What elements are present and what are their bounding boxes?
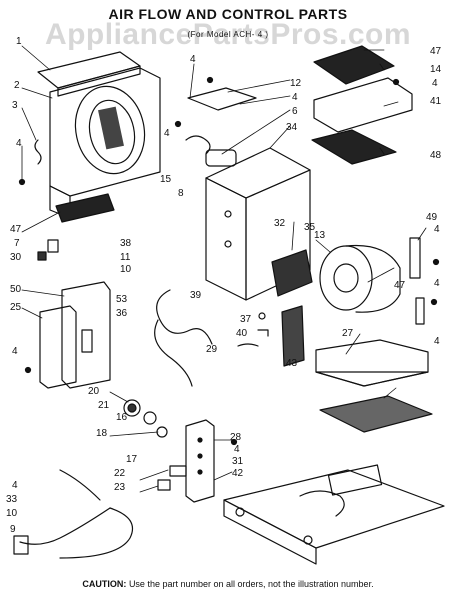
callout-13: 13 xyxy=(314,230,326,241)
callout-10: 10 xyxy=(6,508,18,519)
watermark: AppliancePartsPros.com xyxy=(44,18,412,51)
callout-22: 22 xyxy=(114,468,126,479)
part-clip-30 xyxy=(37,251,47,261)
callout-47: 47 xyxy=(10,224,22,235)
part-filter-bottom xyxy=(319,395,433,433)
part-thermostat-wire xyxy=(154,289,213,387)
part-blower-wheel xyxy=(319,244,401,313)
callout-4: 4 xyxy=(432,78,438,89)
part-small-parts xyxy=(237,312,269,347)
callout-32: 32 xyxy=(274,218,286,229)
callout-37: 37 xyxy=(240,314,252,325)
part-drain-pan xyxy=(315,339,429,387)
callout-8: 8 xyxy=(178,188,184,199)
part-base-chassis xyxy=(223,464,445,565)
callout-53: 53 xyxy=(116,294,128,305)
callout-36: 36 xyxy=(116,308,128,319)
callout-47: 47 xyxy=(394,280,406,291)
callout-16: 16 xyxy=(116,412,128,423)
callout-4: 4 xyxy=(12,346,18,357)
callout-30: 30 xyxy=(10,252,22,263)
part-filter-35 xyxy=(271,249,313,297)
part-bracket-49 xyxy=(409,237,425,325)
callout-9: 9 xyxy=(10,524,16,535)
part-bracket-7 xyxy=(47,239,59,253)
callout-21: 21 xyxy=(98,400,110,411)
callout-4: 4 xyxy=(434,224,440,235)
callout-38: 38 xyxy=(120,238,132,249)
part-control-box xyxy=(157,419,215,503)
callout-10: 10 xyxy=(120,264,132,275)
callout-18: 18 xyxy=(96,428,108,439)
callout-4: 4 xyxy=(16,138,22,149)
callout-15: 15 xyxy=(160,174,172,185)
callout-4: 4 xyxy=(434,278,440,289)
leader-lines xyxy=(21,45,427,493)
callout-28: 28 xyxy=(230,432,242,443)
callout-27: 27 xyxy=(342,328,354,339)
callout-4: 4 xyxy=(292,92,298,103)
part-louver-top xyxy=(37,51,141,97)
callout-11: 11 xyxy=(120,252,131,263)
callout-14: 14 xyxy=(430,64,442,75)
callout-34: 34 xyxy=(286,122,298,133)
model-subtitle: (For Model ACH- 4 ) xyxy=(187,30,269,39)
part-control-knobs xyxy=(123,399,168,438)
callout-4: 4 xyxy=(234,444,240,455)
callout-35: 35 xyxy=(304,222,316,233)
callout-29: 29 xyxy=(206,344,218,355)
callout-1: 1 xyxy=(16,36,22,47)
screw-icons xyxy=(18,76,440,446)
callout-4: 4 xyxy=(164,128,170,139)
callout-4: 4 xyxy=(12,480,18,491)
callout-25: 25 xyxy=(10,302,22,313)
callout-labels: 1 2 3 4 47 7 30 50 25 4 20 21 16 18 17 2… xyxy=(6,36,442,535)
part-top-grille xyxy=(311,45,413,165)
part-spring xyxy=(34,139,42,165)
callout-20: 20 xyxy=(88,386,100,397)
callout-4: 4 xyxy=(190,54,196,65)
diagram-title: AIR FLOW AND CONTROL PARTS xyxy=(108,6,348,22)
part-motor-area xyxy=(185,87,257,167)
callout-50: 50 xyxy=(10,284,22,295)
callout-17: 17 xyxy=(126,454,138,465)
part-filter-left xyxy=(55,193,115,223)
callout-31: 31 xyxy=(232,456,244,467)
callout-43: 43 xyxy=(286,358,298,369)
callout-42: 42 xyxy=(232,468,244,479)
callout-48: 48 xyxy=(430,150,442,161)
caution-note: CAUTION: Use the part number on all orde… xyxy=(0,579,456,589)
callout-3: 3 xyxy=(12,100,18,111)
caution-text: Use the part number on all orders, not t… xyxy=(128,579,374,589)
part-power-cord xyxy=(13,469,134,559)
caution-label: CAUTION: xyxy=(82,579,127,589)
callout-7: 7 xyxy=(14,238,20,249)
callout-40: 40 xyxy=(236,328,248,339)
part-filter-27 xyxy=(281,305,305,367)
callout-2: 2 xyxy=(14,80,20,91)
callout-49: 49 xyxy=(426,212,438,223)
callout-39: 39 xyxy=(190,290,202,301)
callout-4: 4 xyxy=(434,336,440,347)
callout-23: 23 xyxy=(114,482,126,493)
part-front-bulkhead xyxy=(49,67,161,219)
callout-6: 6 xyxy=(292,106,298,117)
part-control-panel xyxy=(39,281,111,389)
callout-41: 41 xyxy=(430,96,442,107)
callout-12: 12 xyxy=(290,78,302,89)
callout-33: 33 xyxy=(6,494,18,505)
callout-47: 47 xyxy=(430,46,442,57)
